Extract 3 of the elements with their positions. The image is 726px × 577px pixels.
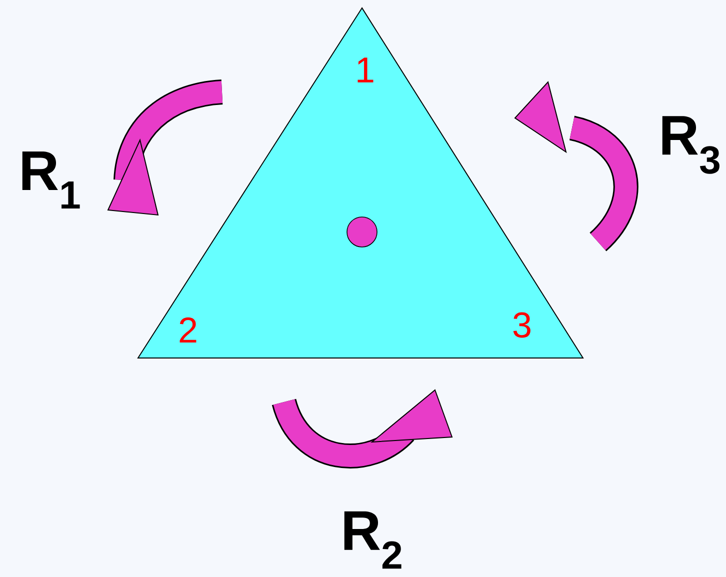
rotation-label: R$_{2}$	[344, 511, 402, 569]
rotation-label: R$_{3}$	[662, 116, 720, 174]
rotation-label: R$_{1}$	[22, 152, 80, 208]
